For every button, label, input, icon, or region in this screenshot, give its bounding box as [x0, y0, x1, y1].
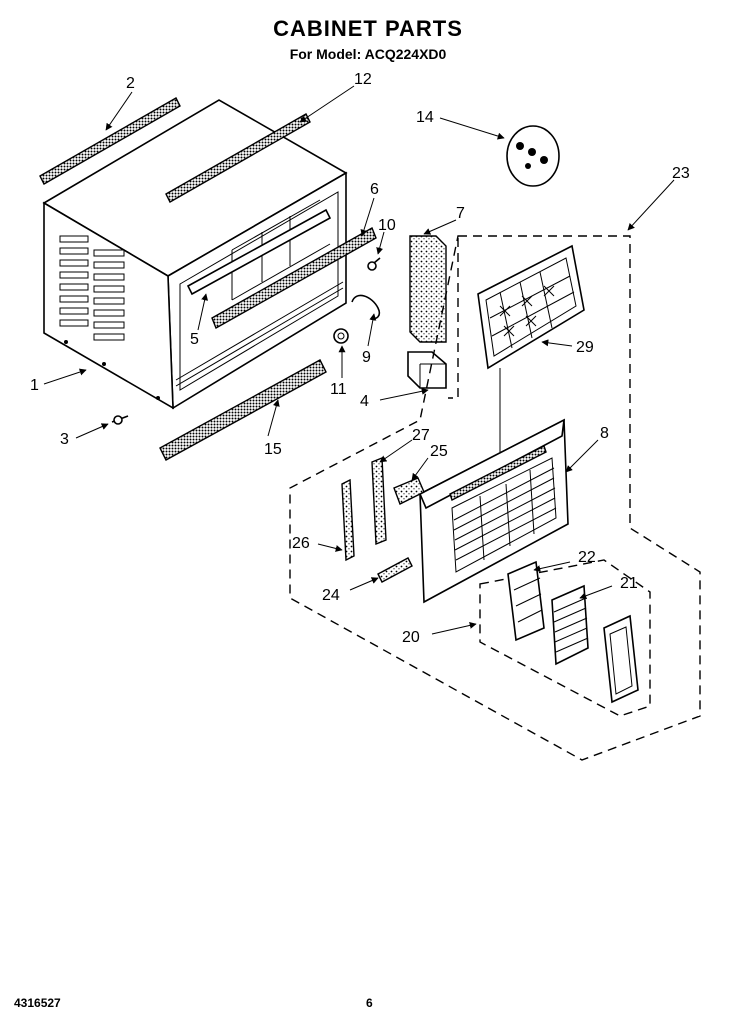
- callout-6: 6: [370, 181, 379, 198]
- callout-8: 8: [600, 425, 609, 442]
- callout-10: 10: [378, 217, 396, 234]
- side-louvers: [59, 235, 125, 341]
- callout-22: 22: [578, 549, 596, 566]
- callout-14: 14: [416, 109, 434, 126]
- group-23-box: [289, 235, 701, 761]
- screw-part-3: [111, 415, 129, 425]
- callout-15: 15: [264, 441, 282, 458]
- callout-1: 1: [30, 377, 39, 394]
- callout-4: 4: [360, 393, 369, 410]
- callout-2: 2: [126, 75, 135, 92]
- group-4-7-box: [448, 238, 459, 399]
- page-title: CABINET PARTS: [273, 16, 463, 41]
- callout-24: 24: [322, 587, 340, 604]
- louver-frame: [603, 614, 639, 704]
- document-number: 4316527: [14, 996, 61, 1010]
- model-subtitle: For Model: ACQ224XD0: [289, 46, 447, 62]
- callout-29: 29: [576, 339, 594, 356]
- foam-block-part-4: [407, 351, 447, 389]
- hardware-bag-part-14: [506, 125, 560, 187]
- air-filter-part-29: [477, 244, 585, 370]
- inner-rail: [186, 208, 332, 296]
- group-20-box: [479, 559, 651, 717]
- callout-3: 3: [60, 431, 69, 448]
- callout-9: 9: [362, 349, 371, 366]
- top-rail-left: [39, 97, 181, 185]
- callout-12: 12: [354, 71, 372, 88]
- cabinet-shell: [42, 99, 348, 410]
- callout-21: 21: [620, 575, 638, 592]
- gasket-strip-part-24: [377, 557, 413, 583]
- callout-11: 11: [330, 381, 347, 398]
- wire-part-9: [351, 294, 381, 320]
- bushing-part-11: [333, 328, 349, 344]
- gasket-strip-part-27: [371, 456, 387, 546]
- callout-26: 26: [292, 535, 310, 552]
- louver-bracket-part-22: [507, 560, 545, 642]
- filter-pad-part-7: [409, 235, 447, 343]
- callout-23: 23: [672, 165, 690, 182]
- side-gasket: [211, 226, 377, 330]
- leader-lines: [43, 85, 675, 635]
- callout-25: 25: [430, 443, 448, 460]
- page-number: 6: [366, 996, 373, 1010]
- callout-20: 20: [402, 629, 420, 646]
- louver-assembly-part-21: [551, 584, 589, 666]
- callout-7: 7: [456, 205, 465, 222]
- callout-5: 5: [190, 331, 199, 348]
- screw-part-10: [367, 257, 381, 271]
- front-grille-part-8: [418, 418, 569, 604]
- foam-pad-part-25: [393, 477, 425, 505]
- bottom-gasket: [159, 359, 327, 461]
- top-rail-right: [165, 113, 311, 203]
- callout-27: 27: [412, 427, 430, 444]
- gasket-strip-part-26: [341, 478, 355, 562]
